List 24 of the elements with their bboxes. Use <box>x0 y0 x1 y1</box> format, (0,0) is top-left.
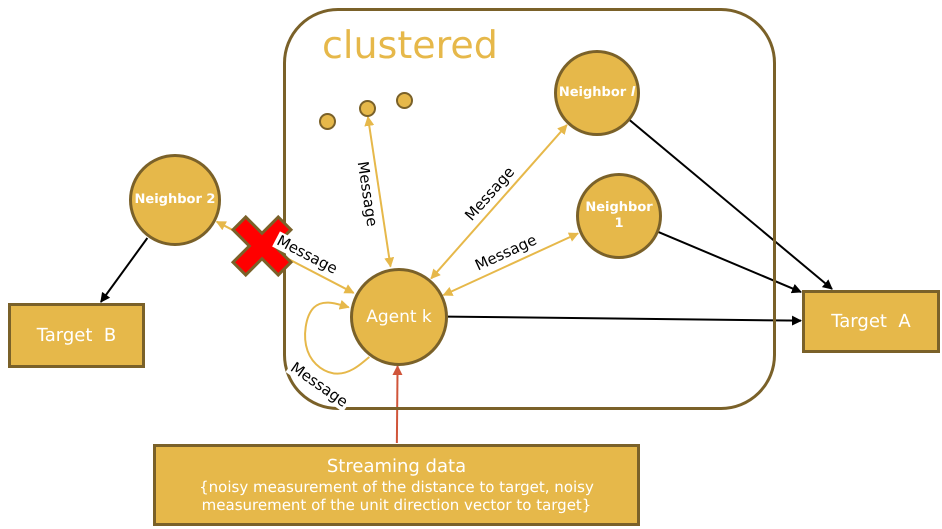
message-arrow <box>304 300 370 375</box>
node-label: Neighbor l <box>558 85 636 101</box>
data-box <box>153 444 640 526</box>
message-arrow <box>364 116 394 268</box>
dot-circle <box>359 100 376 117</box>
arrow <box>629 119 833 290</box>
node-description: {noisy measurement of the distance to target, noisy measurement of the unit direction vector to target} <box>198 478 595 514</box>
arrow <box>100 237 148 303</box>
node-label: Neighbor 1 <box>584 200 654 232</box>
cluster-title: clustered <box>322 23 498 69</box>
message-arrow <box>430 124 568 280</box>
message-arrow <box>442 232 579 296</box>
target-box <box>802 290 940 353</box>
node-label: Target B <box>36 324 116 346</box>
arrow <box>658 231 802 294</box>
node-label: Streaming data <box>326 456 468 478</box>
node-label: Neighbor 2 <box>134 192 216 208</box>
target-box <box>8 303 145 368</box>
arrow <box>448 316 802 326</box>
dot-circle <box>319 113 336 130</box>
arrow <box>392 365 402 443</box>
node-label: Agent k <box>366 306 432 328</box>
node-label: Target A <box>831 310 911 332</box>
dot-circle <box>396 92 413 109</box>
